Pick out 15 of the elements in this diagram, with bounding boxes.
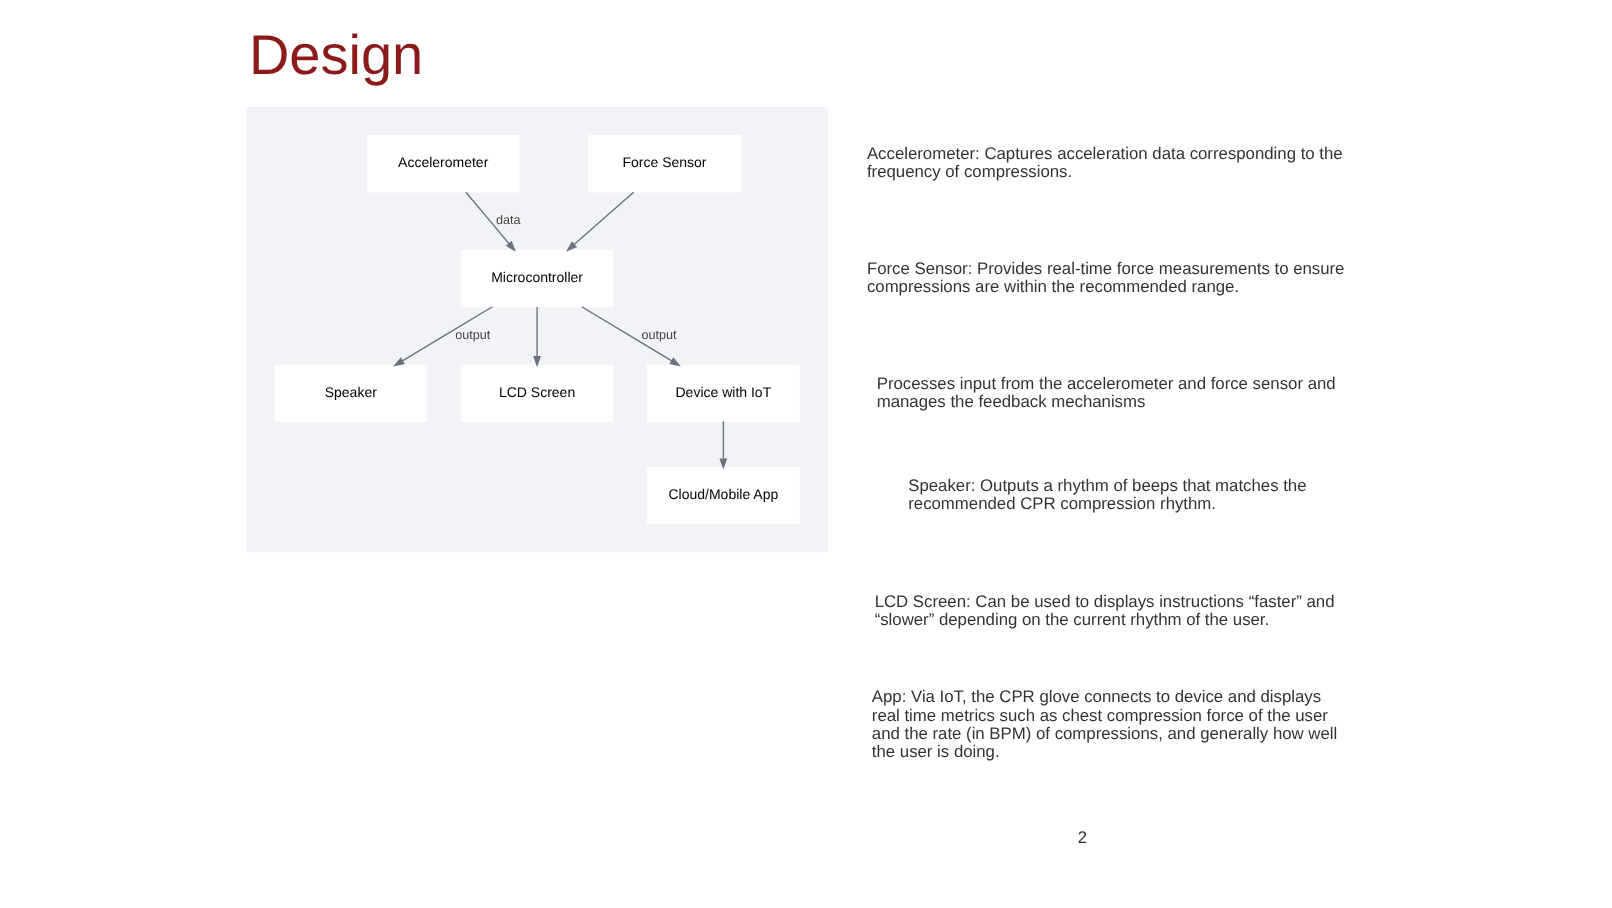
label: Force Sensor: Provides real-time force measurements to ensure compressions are within the recommended range. <box>866 256 1345 295</box>
cluster <box>246 105 828 552</box>
arrow <box>465 190 516 251</box>
arrow <box>719 419 728 469</box>
arrow <box>393 305 494 366</box>
label: LCD Screen: Can be used to displays instructions “faster” and “slower” depending on the current rhythm of the user. <box>874 590 1335 629</box>
arrow <box>581 305 681 366</box>
label: 2 <box>1077 826 1088 847</box>
arrow <box>533 305 541 367</box>
label: Accelerometer: Captures acceleration data corresponding to the frequency of compressions. <box>866 141 1343 181</box>
label: App: Via IoT, the CPR glove connects to device and displays real time metrics such as chest compression force of the user and the rate (in BPM) of compressions, and generally how well the user is doing. <box>871 685 1338 760</box>
label: Processes input from the accelerometer and force sensor and manages the feedback mechanisms <box>876 371 1336 410</box>
arrow <box>566 190 635 251</box>
label: Speaker: Outputs a rhythm of beeps that matches the recommended CPR compression rhythm. <box>908 473 1307 513</box>
diagram-title: Design <box>248 23 424 86</box>
